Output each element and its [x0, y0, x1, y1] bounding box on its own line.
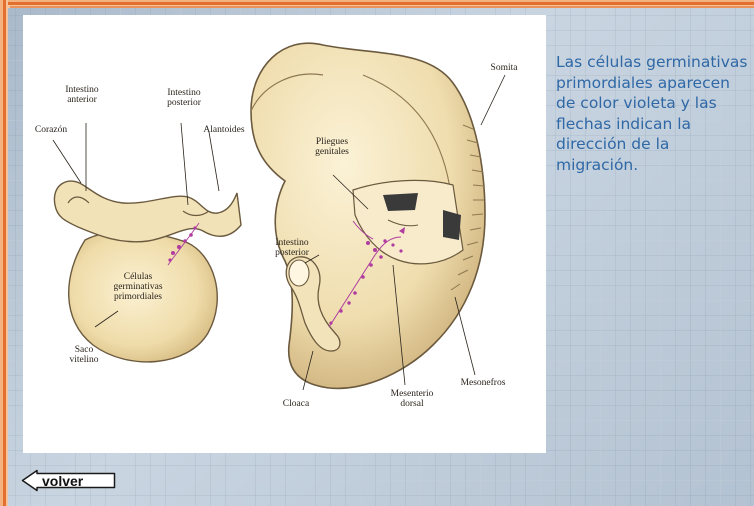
- frame-left-border: [0, 0, 12, 506]
- embryo-illustration: Intestino anterior Intestino posterior C…: [23, 15, 546, 453]
- label-mesenterio-dorsal: Mesenterio dorsal: [375, 389, 449, 409]
- volver-button[interactable]: volver: [21, 469, 117, 492]
- label-intestino-posterior-right: Intestino posterior: [259, 238, 325, 258]
- label-alantoides: Alantoides: [191, 125, 257, 135]
- embryo-body-drawing: [251, 43, 505, 390]
- label-saco-vitelino: Saco vitelino: [59, 345, 109, 365]
- label-mesonefros: Mesonefros: [447, 378, 519, 388]
- label-pliegues-genitales: Pliegues genitales: [299, 137, 365, 157]
- label-cloaca: Cloaca: [269, 399, 323, 409]
- label-corazon: Corazón: [25, 125, 77, 135]
- caption-text: Las células germinativas primordiales ap…: [556, 52, 752, 176]
- yolk-sac-drawing: [53, 123, 241, 362]
- label-intestino-anterior: Intestino anterior: [51, 85, 113, 105]
- volver-label: volver: [42, 473, 83, 489]
- frame-inner-line: [10, 6, 754, 8]
- label-celulas-germinativas: Células germinativas primordiales: [98, 272, 178, 302]
- label-somita: Somita: [479, 63, 529, 73]
- label-intestino-posterior-left: Intestino posterior: [153, 88, 215, 108]
